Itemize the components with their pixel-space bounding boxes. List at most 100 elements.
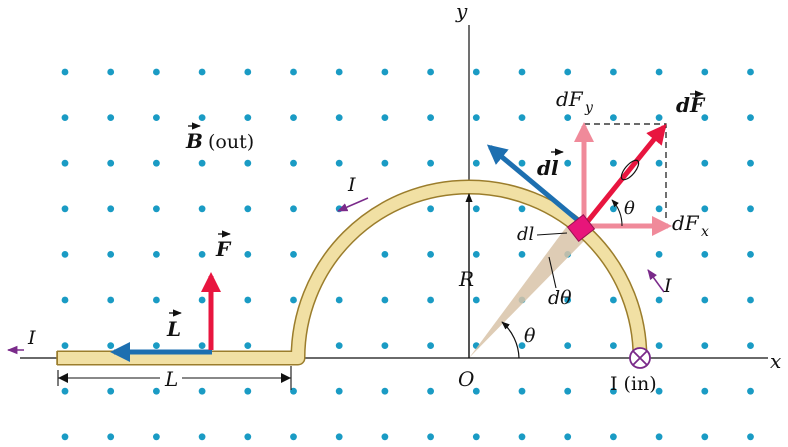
F-vec-label: F [215, 230, 232, 261]
field-dot [244, 205, 252, 213]
field-dot [244, 251, 252, 258]
field-dot [153, 342, 160, 349]
field-dot [747, 387, 754, 395]
field-dot [610, 296, 617, 304]
wire [58, 181, 646, 364]
field-dot [427, 205, 434, 213]
field-dot [153, 251, 160, 258]
field-dot [472, 251, 480, 258]
field-dot [244, 68, 252, 76]
field-dot [701, 342, 709, 349]
field-dot [153, 433, 160, 441]
field-dot [198, 433, 206, 441]
field-dot [198, 159, 206, 167]
dl-vec-label: dl [537, 148, 564, 180]
field-dot [427, 159, 434, 167]
field-dot [518, 205, 526, 213]
field-dot [290, 296, 297, 304]
field-dot [655, 342, 663, 349]
field-dot [107, 114, 115, 121]
field-dot [655, 251, 663, 258]
field-dot [198, 205, 206, 213]
field-dot [427, 114, 434, 121]
field-dot [153, 387, 160, 395]
field-dot [701, 251, 709, 258]
field-dot [747, 342, 754, 349]
field-dot [61, 342, 69, 349]
field-dot [655, 114, 663, 121]
field-dot [518, 433, 526, 441]
field-dot [518, 68, 526, 76]
dl-pointer [536, 232, 568, 236]
field-dot [335, 296, 343, 304]
field-dot [655, 68, 663, 76]
y-axis-label: y [455, 0, 468, 23]
field-dot [564, 387, 572, 395]
field-dot [472, 114, 480, 121]
field-dot [335, 387, 343, 395]
field-dot [655, 433, 663, 441]
field-dot [290, 251, 297, 258]
field-dot [564, 342, 572, 349]
svg-text:dl: dl [537, 156, 559, 180]
field-dot [564, 296, 572, 304]
field-dot [747, 159, 754, 167]
field-dot [107, 251, 115, 258]
field-dot [244, 114, 252, 121]
L-dim-arrow-right [281, 373, 291, 383]
field-dot [244, 342, 252, 349]
field-dot [381, 251, 389, 258]
field-dot [655, 159, 663, 167]
field-dot [610, 387, 617, 395]
field-dot [701, 433, 709, 441]
field-dot [335, 114, 343, 121]
field-dot [290, 387, 297, 395]
B-field-label: B (out) [185, 122, 254, 153]
field-dot [610, 159, 617, 167]
field-dot [518, 159, 526, 167]
svg-text:dF: dF [556, 87, 584, 111]
dl-arrow [486, 144, 582, 224]
field-dot [381, 296, 389, 304]
field-dot [518, 114, 526, 121]
field-dot [747, 114, 754, 121]
dFx-label: dF x [672, 211, 709, 240]
field-dot [427, 251, 434, 258]
field-dot [335, 342, 343, 349]
field-dot [198, 387, 206, 395]
field-dot [61, 433, 69, 441]
field-dot [747, 296, 754, 304]
field-dot [381, 114, 389, 121]
x-axis-label: x [770, 349, 781, 373]
L-dim-arrow-left [58, 373, 68, 383]
dF-arrow [582, 123, 667, 228]
theta-force-arc [611, 199, 623, 227]
field-dot [518, 342, 526, 349]
field-dot [244, 387, 252, 395]
field-dot [472, 68, 480, 76]
field-dot [198, 68, 206, 76]
svg-text:dF: dF [672, 211, 700, 235]
field-dot [427, 68, 434, 76]
theta-bottom-label: θ [524, 325, 536, 347]
svg-text:y: y [584, 100, 594, 116]
L-vec-label: L [166, 309, 182, 341]
field-dot [107, 387, 115, 395]
current-in-cross [632, 350, 648, 366]
radius-label: R [458, 267, 474, 291]
svg-text:F: F [215, 237, 232, 261]
field-dot [381, 68, 389, 76]
field-dot [701, 159, 709, 167]
field-dot [655, 296, 663, 304]
current-label-left: I [27, 327, 36, 349]
field-dot [564, 433, 572, 441]
field-dot [244, 159, 252, 167]
dFy-label: dF y [556, 87, 594, 116]
field-dot [153, 114, 160, 121]
field-dot [701, 114, 709, 121]
current-label-arc-top: I [347, 174, 356, 196]
current-arrow-arc-top [337, 197, 369, 212]
field-dot [701, 387, 709, 395]
origin-label: O [458, 367, 474, 391]
